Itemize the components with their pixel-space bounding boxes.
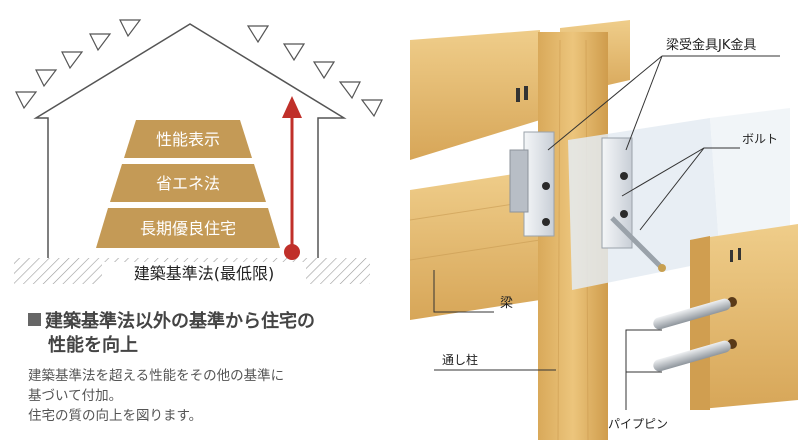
- back-beam: [410, 30, 540, 160]
- pyramid-tier-top: [124, 120, 252, 158]
- snow-icons: [15, 19, 383, 118]
- section-heading: 建築基準法以外の基準から住宅の 性能を向上: [28, 310, 388, 358]
- snow-icon: [61, 51, 84, 70]
- description-line: 基づいて付加。: [28, 388, 123, 404]
- label-bracket: 梁受金具JK金具: [666, 37, 756, 53]
- pyramid-top-label: 性能表示: [156, 130, 220, 149]
- joint-illustration: 梁受金具JK金具 ボルト 梁 通し柱 パイプピン: [409, 20, 798, 441]
- snow-icon: [15, 91, 38, 110]
- house-illustration: 建築基準法(最低限) 性能表示 省エネ法 長期優良住宅: [14, 19, 383, 284]
- label-column: 通し柱: [442, 352, 478, 367]
- pyramid-bottom-label: 長期優良住宅: [140, 219, 236, 238]
- pyramid-tier-bottom: [96, 208, 280, 248]
- snow-icon: [338, 81, 361, 100]
- snow-icon: [35, 69, 58, 88]
- label-bolt: ボルト: [742, 132, 778, 146]
- leader-lines: [433, 55, 780, 410]
- arrow-base-dot: [284, 244, 300, 260]
- ground-label: 建築基準法(最低限): [134, 264, 275, 283]
- left-beam: [410, 170, 540, 320]
- snow-icon: [89, 33, 112, 52]
- snow-icon: [246, 25, 270, 44]
- pyramid-middle-label: 省エネ法: [156, 174, 220, 193]
- description: 建築基準法を超える性能をその他の基準に 基づいて付加。 住宅の質の向上を図ります…: [28, 366, 388, 426]
- pyramid-tier-middle: [110, 164, 266, 202]
- snow-icon: [360, 99, 383, 118]
- heading-line-2: 性能を向上: [48, 335, 138, 356]
- arrow-head-icon: [282, 96, 302, 118]
- house-diagram: 建築基準法(最低限) 性能表示 省エネ法 長期優良住宅 建築基準法以外の基準から…: [0, 0, 390, 444]
- house-outline: [33, 23, 347, 258]
- snow-icon: [312, 61, 336, 80]
- snow-icon: [119, 19, 142, 38]
- square-bullet-icon: [28, 313, 41, 326]
- lower-right-beam: [690, 224, 798, 410]
- joint-hardware-diagram: 梁受金具JK金具 ボルト 梁 通し柱 パイプピン: [390, 0, 798, 444]
- label-beam: 梁: [500, 296, 513, 311]
- pipe-pin-icons: [653, 298, 731, 372]
- description-line: 住宅の質の向上を図ります。: [28, 408, 203, 424]
- snow-icon: [282, 43, 306, 62]
- description-line: 建築基準法を超える性能をその他の基準に: [28, 368, 285, 384]
- heading-line-1: 建築基準法以外の基準から住宅の: [45, 311, 315, 332]
- ground-label-bg: [102, 262, 306, 284]
- pipe-pin-icon: [653, 340, 731, 372]
- bolt: [610, 216, 664, 270]
- pipe-pin-icon: [653, 298, 731, 330]
- label-pipe-pin: パイプピン: [608, 417, 668, 431]
